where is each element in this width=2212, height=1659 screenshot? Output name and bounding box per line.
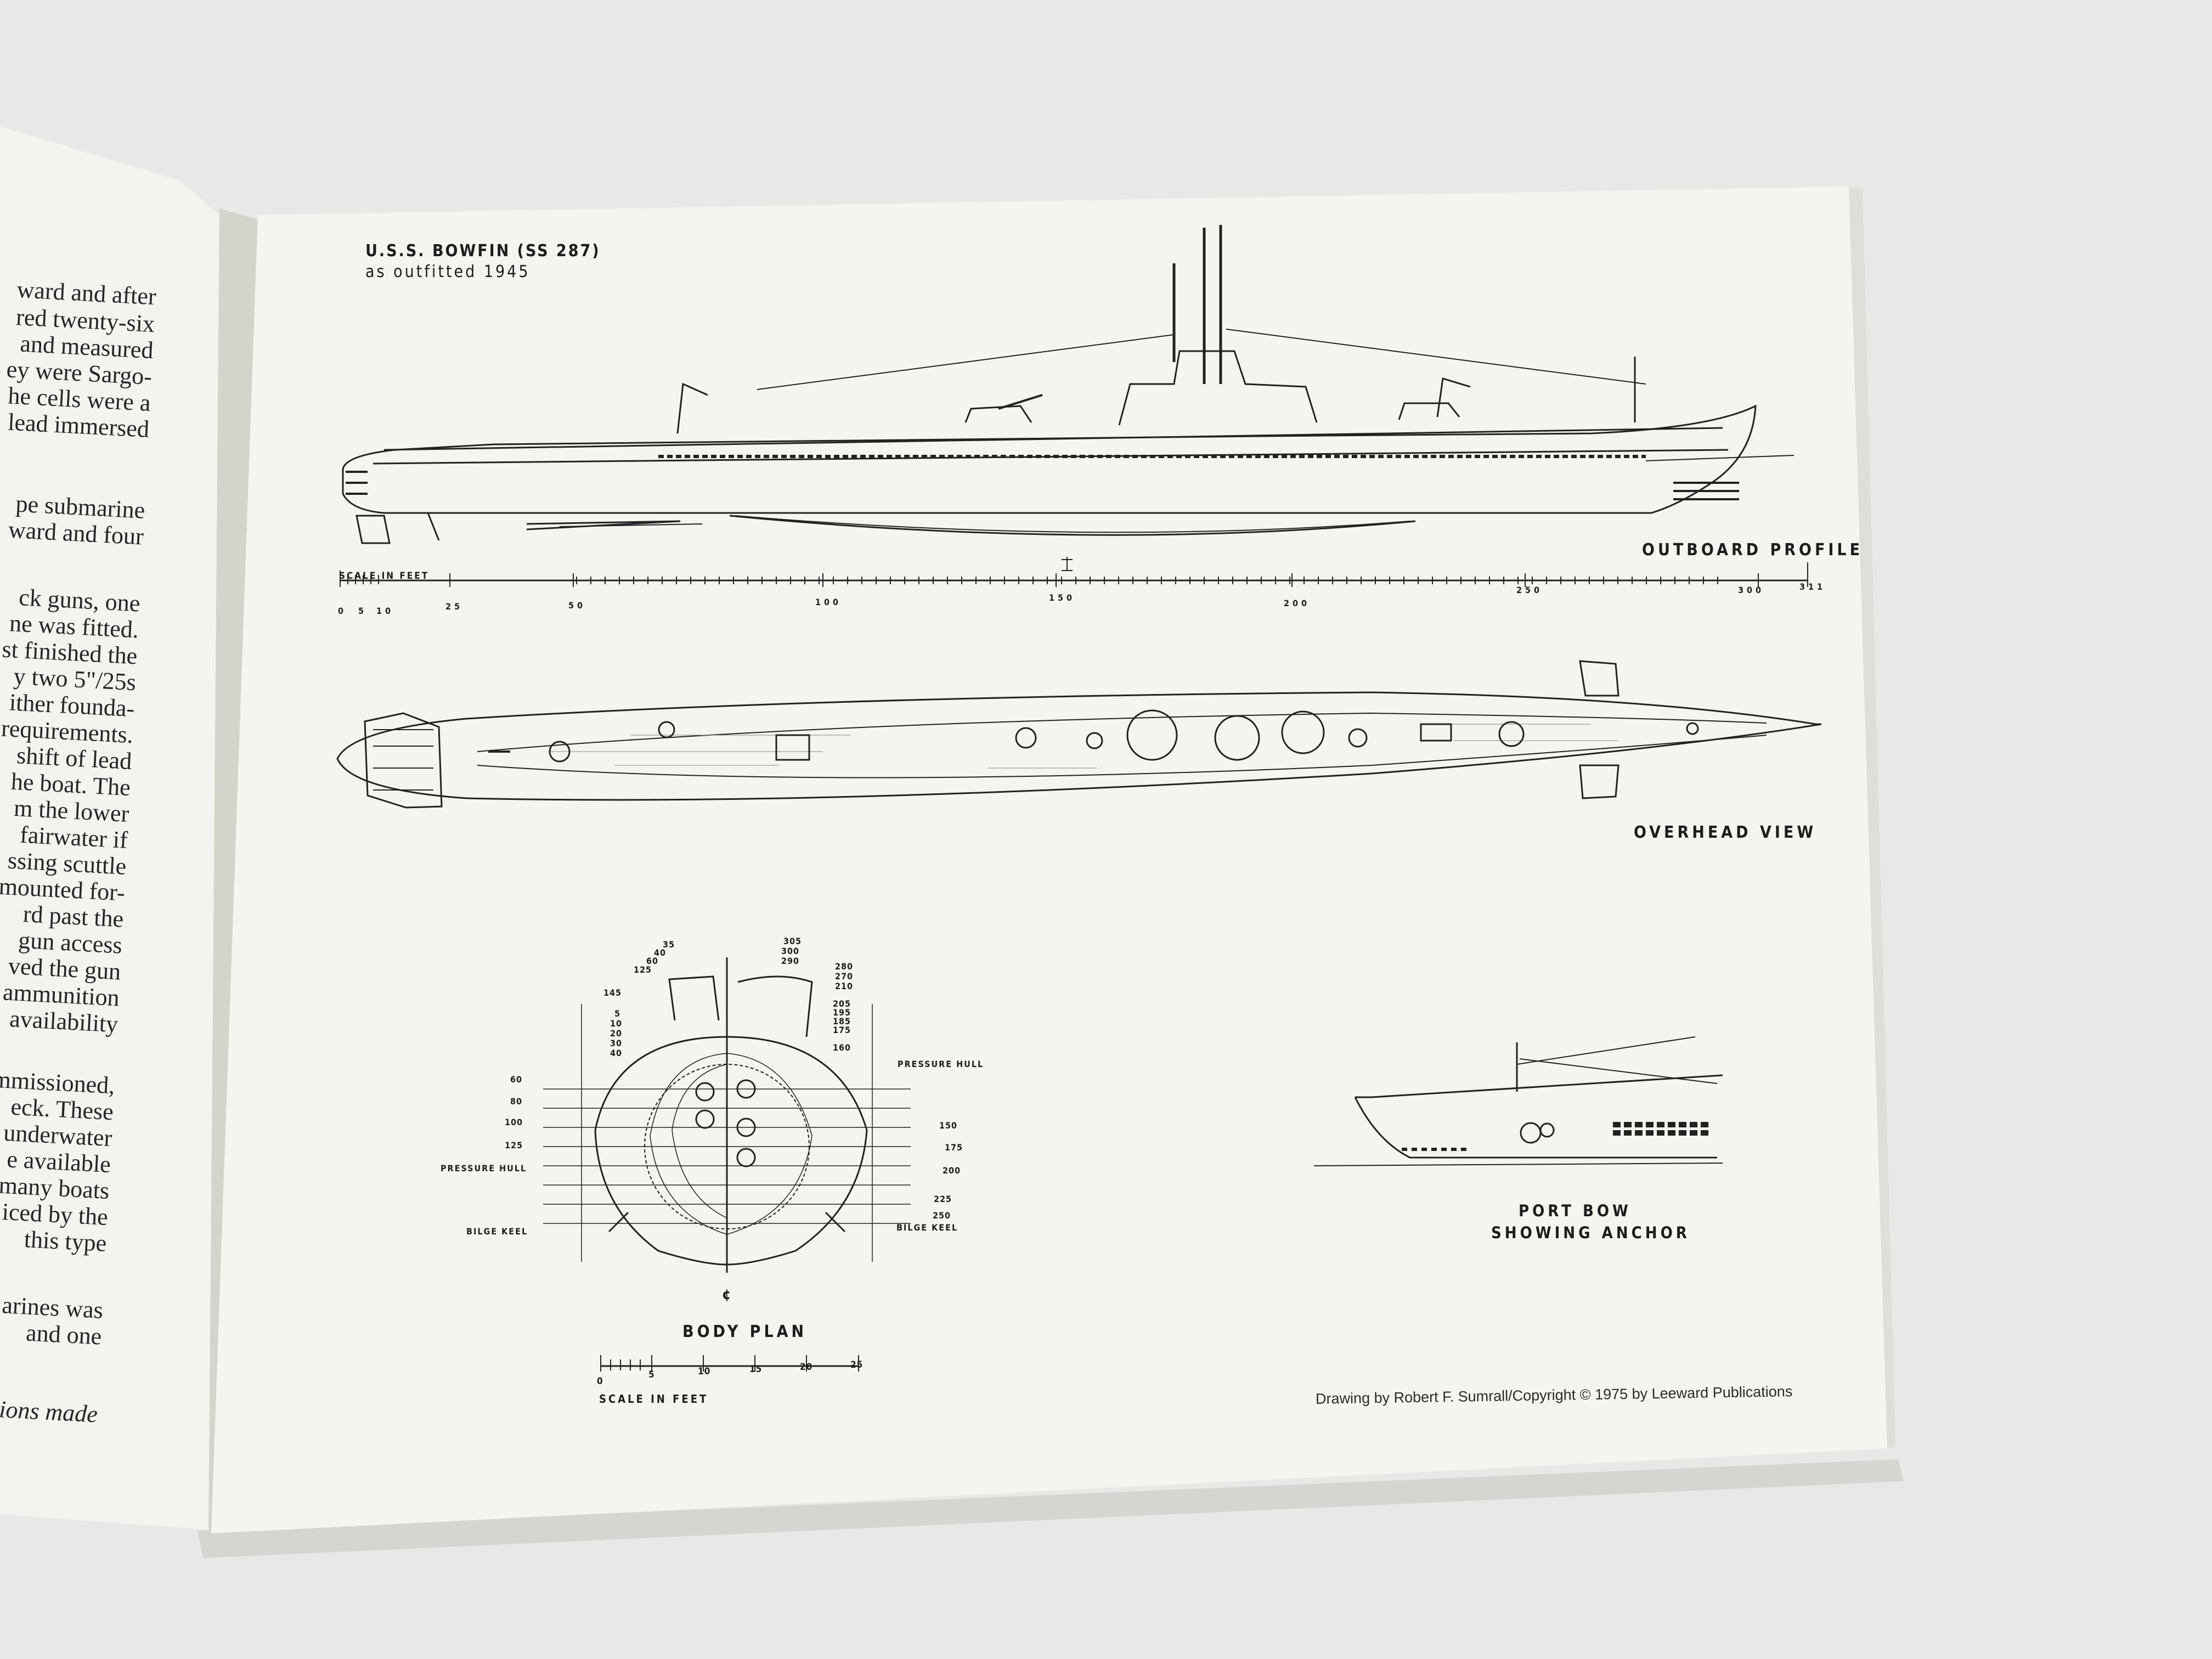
scale-tick-5: 5 bbox=[358, 606, 368, 616]
showing-anchor-label: SHOWING ANCHOR bbox=[1491, 1223, 1690, 1242]
bp-label: 60 bbox=[510, 1074, 523, 1085]
body-scale-tick: 0 bbox=[597, 1376, 603, 1387]
profile-scale-label: SCALE IN FEET bbox=[339, 571, 430, 582]
scale-tick-300: 300 bbox=[1738, 585, 1765, 595]
bp-label: 290 bbox=[781, 956, 800, 966]
bp-label: 40 bbox=[654, 947, 667, 958]
bp-label: 125 bbox=[634, 964, 652, 975]
pressure-hull-label-right: PRESSURE HULL bbox=[898, 1059, 984, 1069]
body-scale-label: SCALE IN FEET bbox=[599, 1392, 709, 1406]
bp-label: 175 bbox=[945, 1142, 963, 1153]
body-scale-tick: 5 bbox=[648, 1369, 655, 1380]
bp-label: 205 bbox=[833, 998, 851, 1009]
bp-label: 305 bbox=[783, 936, 802, 946]
bp-label: 160 bbox=[833, 1042, 851, 1053]
bp-label: 300 bbox=[781, 946, 800, 956]
bp-label: 195 bbox=[833, 1007, 851, 1018]
bp-label: 80 bbox=[510, 1096, 523, 1107]
scale-tick-0: 0 bbox=[338, 606, 347, 616]
scale-tick-10: 10 bbox=[376, 606, 394, 616]
outboard-profile-label: OUTBOARD PROFILE bbox=[1642, 540, 1864, 560]
bp-label: 185 bbox=[833, 1016, 851, 1026]
bp-label: 280 bbox=[835, 961, 854, 972]
pressure-hull-label-left: PRESSURE HULL bbox=[441, 1163, 527, 1173]
centerline-symbol: ¢ bbox=[722, 1286, 731, 1303]
bp-label: 20 bbox=[610, 1028, 623, 1039]
outboard-profile-drawing bbox=[340, 225, 1808, 587]
bilge-keel-label-right: BILGE KEEL bbox=[896, 1222, 958, 1233]
body-scale-tick: 25 bbox=[850, 1359, 864, 1370]
bp-label: 60 bbox=[646, 956, 659, 966]
overhead-view-drawing bbox=[336, 660, 1822, 809]
bp-label: 270 bbox=[835, 971, 854, 981]
bp-label: 225 bbox=[934, 1194, 952, 1204]
bp-label: 100 bbox=[505, 1117, 523, 1127]
title-line-1: U.S.S. BOWFIN (SS 287) bbox=[365, 241, 601, 261]
bp-label: 40 bbox=[610, 1048, 623, 1058]
title-line-2: as outfitted 1945 bbox=[365, 262, 531, 281]
body-scale-tick: 10 bbox=[698, 1366, 711, 1377]
bp-label: 10 bbox=[610, 1018, 623, 1029]
bp-label: 250 bbox=[933, 1210, 951, 1221]
body-plan-drawing bbox=[543, 957, 911, 1372]
port-bow-label: PORT BOW bbox=[1519, 1201, 1632, 1220]
bilge-keel-label-left: BILGE KEEL bbox=[466, 1226, 528, 1237]
bp-label: 125 bbox=[505, 1140, 523, 1150]
bp-label: 35 bbox=[663, 939, 675, 950]
bp-label: 200 bbox=[943, 1165, 961, 1176]
bp-label: 150 bbox=[939, 1120, 958, 1131]
scale-tick-25: 25 bbox=[445, 601, 464, 612]
bp-label: 30 bbox=[610, 1038, 623, 1048]
bp-label: 5 bbox=[614, 1008, 621, 1019]
bp-label: 175 bbox=[833, 1025, 851, 1035]
body-plan-label: BODY PLAN bbox=[682, 1322, 808, 1341]
scale-tick-50: 50 bbox=[568, 600, 586, 611]
bp-label: 210 bbox=[835, 981, 854, 991]
scale-tick-150: 150 bbox=[1049, 592, 1076, 603]
scale-tick-311: 311 bbox=[1799, 582, 1826, 592]
scale-tick-200: 200 bbox=[1284, 598, 1311, 608]
scale-tick-100: 100 bbox=[815, 597, 842, 607]
body-scale-tick: 15 bbox=[749, 1364, 763, 1375]
bp-label: 145 bbox=[603, 988, 622, 998]
port-bow-drawing bbox=[1313, 1036, 1723, 1166]
overhead-view-label: OVERHEAD VIEW bbox=[1634, 823, 1817, 842]
left-page bbox=[0, 126, 252, 1531]
scale-tick-250: 250 bbox=[1516, 585, 1543, 595]
body-scale-tick: 20 bbox=[800, 1362, 813, 1373]
